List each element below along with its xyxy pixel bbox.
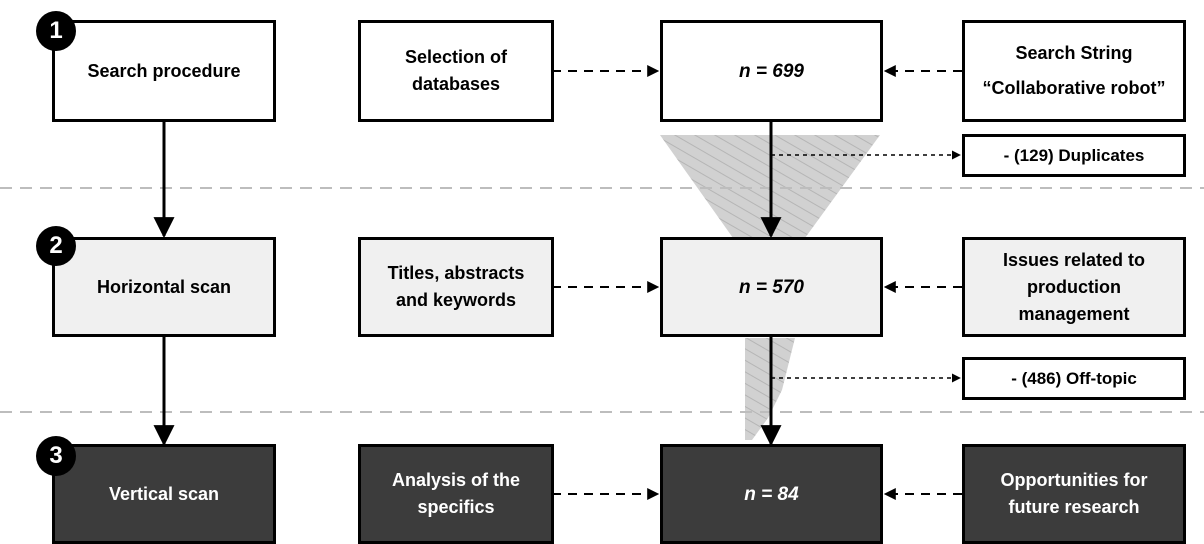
stage-box-horizontal-scan: Horizontal scan bbox=[52, 237, 276, 337]
exclusion-label: - (486) Off-topic bbox=[1011, 368, 1137, 388]
step-number: 3 bbox=[49, 442, 63, 469]
criteria-line-2: “Collaborative robot” bbox=[982, 78, 1166, 98]
step-number: 2 bbox=[49, 232, 63, 259]
input-label: Selection of databases bbox=[404, 47, 507, 94]
exclusion-label: - (129) Duplicates bbox=[1003, 145, 1145, 165]
count-label: n = 570 bbox=[739, 276, 804, 298]
step-number-badge-1: 1 bbox=[36, 11, 76, 51]
count-box-699: n = 699 bbox=[660, 20, 883, 122]
count-label: n = 699 bbox=[739, 60, 804, 82]
criteria-label: Issues related to production management bbox=[1002, 249, 1146, 324]
count-label: n = 84 bbox=[744, 483, 799, 505]
criteria-label: Opportunities for future research bbox=[1000, 470, 1148, 517]
count-box-570: n = 570 bbox=[660, 237, 883, 337]
stage-box-search-procedure: Search procedure bbox=[52, 20, 276, 122]
criteria-box-production-management: Issues related to production management bbox=[962, 237, 1186, 337]
stage-label: Search procedure bbox=[87, 60, 241, 81]
step-number-badge-2: 2 bbox=[36, 226, 76, 266]
stage-label: Horizontal scan bbox=[96, 276, 232, 297]
step-number: 1 bbox=[49, 17, 63, 44]
exclusion-box-off-topic: - (486) Off-topic bbox=[962, 357, 1186, 400]
stage-box-vertical-scan: Vertical scan bbox=[52, 444, 276, 544]
input-box-analysis-of-specifics: Analysis of the specifics bbox=[358, 444, 554, 544]
count-box-84: n = 84 bbox=[660, 444, 883, 544]
exclusion-box-duplicates: - (129) Duplicates bbox=[962, 134, 1186, 177]
input-box-selection-of-databases: Selection of databases bbox=[358, 20, 554, 122]
criteria-line-1: Search String bbox=[1015, 43, 1133, 63]
step-number-badge-3: 3 bbox=[36, 436, 76, 476]
criteria-box-search-string: Search String “Collaborative robot” bbox=[962, 20, 1186, 122]
input-box-titles-abstracts-keywords: Titles, abstracts and keywords bbox=[358, 237, 554, 337]
input-label: Analysis of the specifics bbox=[391, 470, 521, 517]
stage-label: Vertical scan bbox=[108, 483, 220, 504]
criteria-box-future-research: Opportunities for future research bbox=[962, 444, 1186, 544]
input-label: Titles, abstracts and keywords bbox=[387, 263, 525, 310]
